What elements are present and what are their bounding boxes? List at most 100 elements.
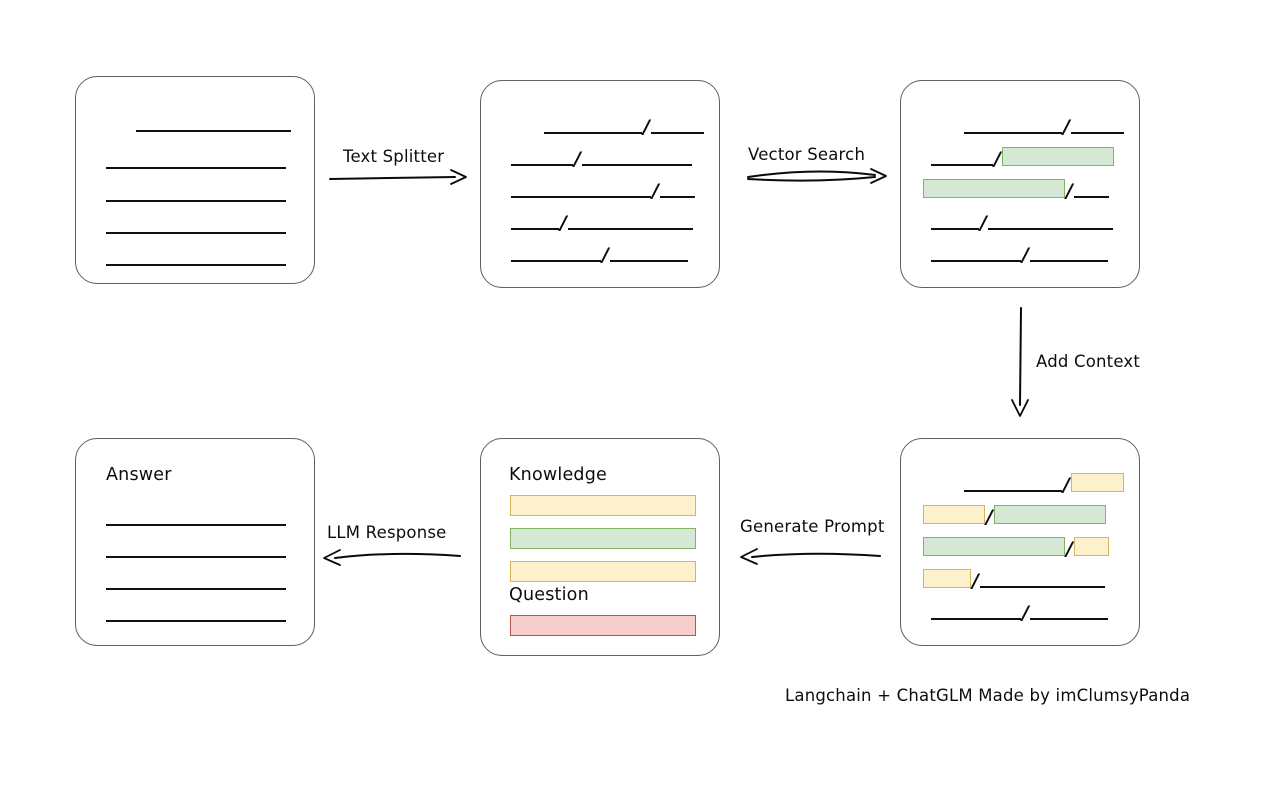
arrow-label-vector-search: Vector Search <box>748 145 866 164</box>
arrow-label-add-context: Add Context <box>1036 352 1141 371</box>
chunk-line-row: / <box>931 209 1113 233</box>
arrow-vector-search <box>747 168 887 184</box>
chunk-line-row: / <box>544 113 704 138</box>
arrow-generate-prompt <box>740 548 881 565</box>
text-line <box>609 260 688 262</box>
answer-line-row <box>106 569 286 591</box>
text-line <box>106 556 286 558</box>
document-line-row <box>106 181 291 203</box>
chunk-line-row: / <box>511 209 693 234</box>
answer-line-row <box>106 505 286 527</box>
text-line <box>964 490 1062 492</box>
chunk-line-row: / <box>931 145 1114 170</box>
text-line <box>511 196 651 198</box>
answer-label: Answer <box>106 465 172 485</box>
matched-chunk-highlight <box>993 504 1106 524</box>
chunk-separator: / <box>602 244 609 266</box>
chunk-separator: / <box>643 116 650 138</box>
text-line <box>931 164 993 166</box>
context-chunk-highlight <box>923 568 971 588</box>
chunk-separator: / <box>1066 538 1073 560</box>
text-line <box>979 586 1105 588</box>
chunk-separator: / <box>1063 474 1070 496</box>
matched-chunk-highlight <box>923 178 1065 198</box>
knowledge-bar <box>510 495 696 516</box>
text-line <box>106 588 286 590</box>
chunk-line-row: / <box>964 471 1124 496</box>
matched-chunk-highlight <box>923 536 1065 556</box>
answer-line-row <box>106 601 286 623</box>
arrow-llm-response <box>323 549 461 566</box>
box-context-chunks[interactable]: / / / / / <box>900 438 1140 646</box>
text-line <box>106 264 286 266</box>
chunk-line-row: / <box>923 567 1105 592</box>
text-line <box>567 228 693 230</box>
text-line <box>931 228 979 230</box>
text-line <box>511 260 601 262</box>
context-chunk-highlight <box>1070 472 1124 492</box>
chunk-separator: / <box>972 570 979 592</box>
box-source-document[interactable] <box>75 76 315 284</box>
arrow-label-generate-prompt: Generate Prompt <box>740 517 885 536</box>
text-line <box>659 196 695 198</box>
text-line <box>581 164 692 166</box>
knowledge-bar <box>510 528 696 549</box>
chunk-line-row: / <box>923 177 1109 202</box>
chunk-line-row: / <box>511 177 695 202</box>
text-line <box>511 164 573 166</box>
footer-credit: Langchain + ChatGLM Made by imClumsyPand… <box>785 686 1191 705</box>
matched-chunk-highlight <box>1001 146 1114 166</box>
text-line <box>511 228 559 230</box>
text-line <box>106 524 286 526</box>
text-line <box>136 130 291 132</box>
document-line-row <box>106 148 291 170</box>
text-line <box>964 132 1062 134</box>
text-line <box>1029 618 1108 620</box>
text-line <box>106 232 286 234</box>
text-line <box>931 260 1021 262</box>
chunk-separator: / <box>986 506 993 528</box>
text-line <box>1070 132 1124 134</box>
chunk-separator: / <box>1022 244 1029 266</box>
arrow-text-splitter <box>329 169 467 185</box>
text-line <box>106 167 286 169</box>
text-line <box>650 132 704 134</box>
text-line <box>987 228 1113 230</box>
answer-line-row <box>106 537 286 559</box>
chunk-separator: / <box>1066 180 1073 202</box>
chunk-separator: / <box>652 180 659 202</box>
question-label: Question <box>509 585 589 605</box>
box-answer[interactable]: Answer <box>75 438 315 646</box>
knowledge-bar <box>510 561 696 582</box>
context-chunk-highlight <box>1073 536 1109 556</box>
chunk-line-row: / <box>923 503 1106 528</box>
chunk-separator: / <box>994 148 1001 170</box>
context-chunk-highlight <box>923 504 985 524</box>
chunk-separator: / <box>560 212 567 234</box>
chunk-line-row: / <box>511 145 692 169</box>
document-line-row <box>136 111 306 133</box>
box-split-chunks[interactable]: / / / / / <box>480 80 720 288</box>
text-line <box>1029 260 1108 262</box>
question-bar <box>510 615 696 636</box>
box-prompt[interactable]: Knowledge Question <box>480 438 720 656</box>
chunk-line-row: / <box>923 535 1109 560</box>
document-line-row <box>106 245 291 267</box>
knowledge-label: Knowledge <box>509 465 607 485</box>
box-matched-chunks[interactable]: / / / / / <box>900 80 1140 288</box>
text-line <box>106 200 286 202</box>
arrow-add-context <box>1011 307 1029 417</box>
chunk-separator: / <box>1022 602 1029 624</box>
text-line <box>931 618 1021 620</box>
chunk-line-row: / <box>964 113 1124 138</box>
text-line <box>106 620 286 622</box>
chunk-line-row: / <box>511 241 688 266</box>
document-line-row <box>106 213 291 235</box>
chunk-separator: / <box>1063 116 1070 138</box>
chunk-line-row: / <box>931 599 1108 624</box>
chunk-line-row: / <box>931 241 1108 266</box>
text-line <box>544 132 642 134</box>
arrow-label-llm-response: LLM Response <box>327 523 447 542</box>
text-line <box>1073 196 1109 198</box>
